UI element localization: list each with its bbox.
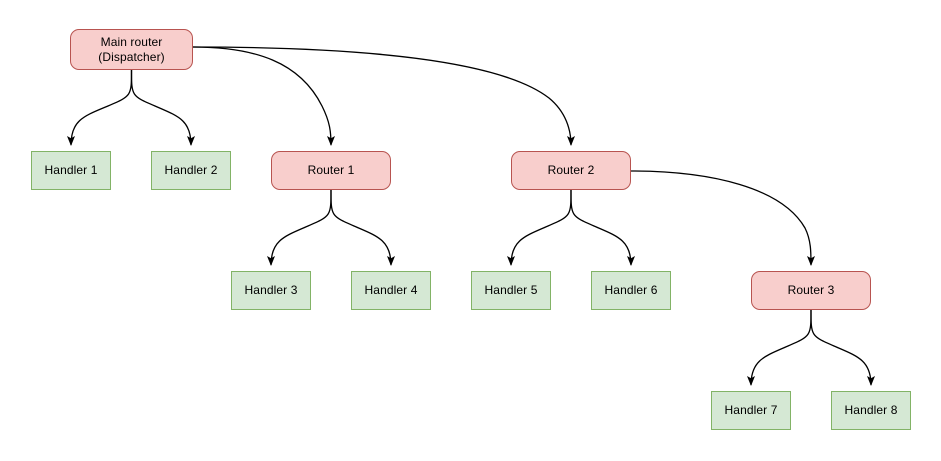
node-router-2-label: Router 2 [547,163,595,177]
node-handler-5-label: Handler 5 [484,283,538,297]
edge-router-3-to-handler-7 [747,309,812,386]
edge-router-2-to-router-3 [630,170,815,266]
node-main-router[interactable]: Main router (Dispatcher) [70,29,193,70]
edge-main-router-to-handler-2 [130,69,195,146]
node-handler-2[interactable]: Handler 2 [151,151,231,190]
edge-router-1-to-handler-3 [267,189,332,266]
node-router-1[interactable]: Router 1 [271,151,391,190]
node-router-3[interactable]: Router 3 [751,271,871,310]
edge-router-1-to-handler-4 [330,189,395,266]
edge-main-router-to-router-1 [192,46,335,146]
node-main-router-label: Main router (Dispatcher) [98,34,165,64]
node-handler-6-label: Handler 6 [604,283,658,297]
node-handler-5[interactable]: Handler 5 [471,271,551,310]
node-handler-3-label: Handler 3 [244,283,298,297]
node-handler-1[interactable]: Handler 1 [31,151,111,190]
edge-router-3-to-handler-8 [810,309,875,386]
edge-router-2-to-handler-6 [570,189,635,266]
node-router-1-label: Router 1 [307,163,355,177]
node-handler-4[interactable]: Handler 4 [351,271,431,310]
node-handler-7-label: Handler 7 [724,403,778,417]
node-handler-3[interactable]: Handler 3 [231,271,311,310]
node-handler-4-label: Handler 4 [364,283,418,297]
node-handler-1-label: Handler 1 [44,163,98,177]
edge-main-router-to-router-2 [192,46,575,146]
edge-main-router-to-handler-1 [67,69,133,146]
node-handler-8[interactable]: Handler 8 [831,391,911,430]
edge-router-2-to-handler-5 [507,189,572,266]
node-handler-2-label: Handler 2 [164,163,218,177]
node-handler-6[interactable]: Handler 6 [591,271,671,310]
node-router-3-label: Router 3 [787,283,835,297]
node-handler-7[interactable]: Handler 7 [711,391,791,430]
node-handler-8-label: Handler 8 [844,403,898,417]
node-router-2[interactable]: Router 2 [511,151,631,190]
